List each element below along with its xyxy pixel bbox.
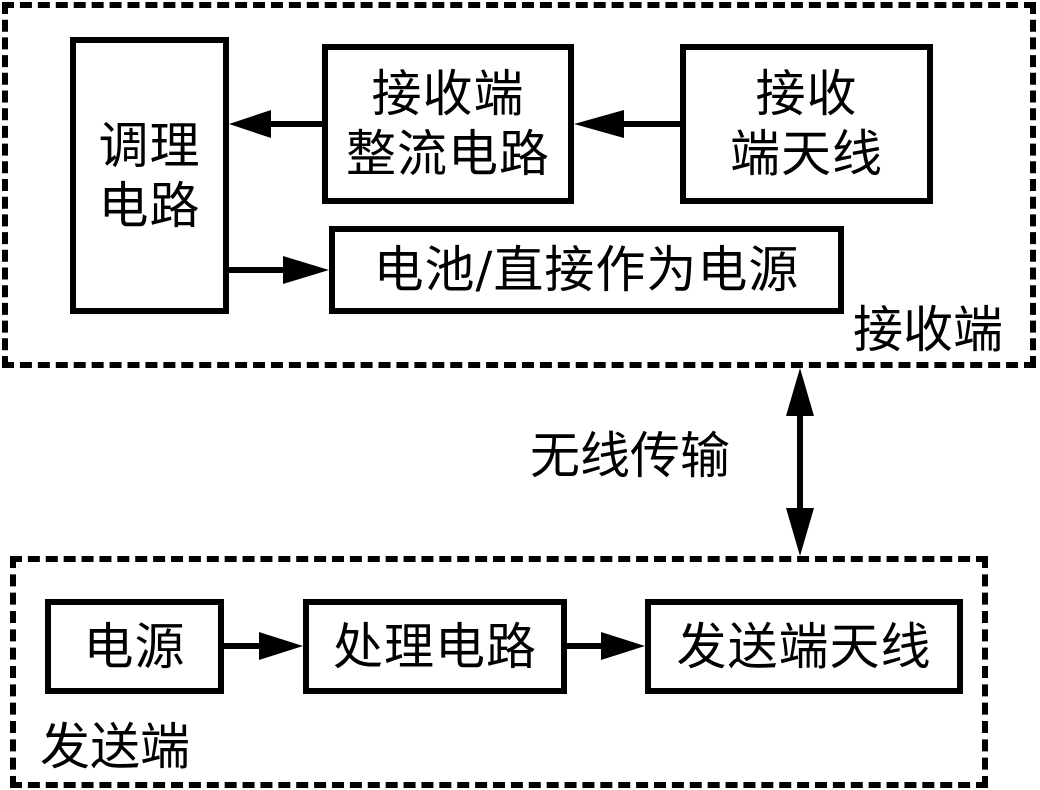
block-receiver-antenna: 接收 端天线 [680, 44, 933, 204]
block-processing-circuit: 处理电路 [303, 599, 567, 694]
block-transmitter-antenna-text: 发送端天线 [676, 617, 932, 676]
arrow-antenna-to-rectifier [574, 110, 680, 138]
block-conditioning-circuit: 调理 电路 [70, 37, 229, 314]
arrow-wireless-bidirectional [786, 368, 814, 556]
receiver-group-frame [2, 2, 1036, 368]
block-conditioning-circuit-text: 调理 电路 [98, 116, 201, 235]
block-battery-power-text: 电池/直接作为电源 [373, 241, 800, 299]
block-processing-circuit-text: 处理电路 [333, 617, 537, 676]
arrow-rectifier-to-conditioning [229, 110, 322, 138]
block-receiver-rectifier-text: 接收端 整流电路 [346, 65, 550, 183]
arrow-power-to-processing [224, 632, 303, 660]
block-receiver-antenna-text: 接收 端天线 [730, 65, 883, 183]
receiver-group-label: 接收端 [853, 301, 1003, 359]
arrow-processing-to-antenna [567, 632, 645, 660]
wireless-link-label: 无线传输 [530, 427, 730, 485]
transmitter-group-frame [10, 556, 988, 788]
arrow-conditioning-to-battery [229, 256, 329, 284]
block-receiver-rectifier: 接收端 整流电路 [322, 44, 574, 204]
block-power-source: 电源 [45, 599, 224, 694]
block-power-source-text: 电源 [83, 617, 186, 676]
block-battery-power: 电池/直接作为电源 [329, 226, 844, 314]
block-transmitter-antenna: 发送端天线 [645, 599, 963, 694]
transmitter-group-label: 发送端 [40, 718, 190, 776]
